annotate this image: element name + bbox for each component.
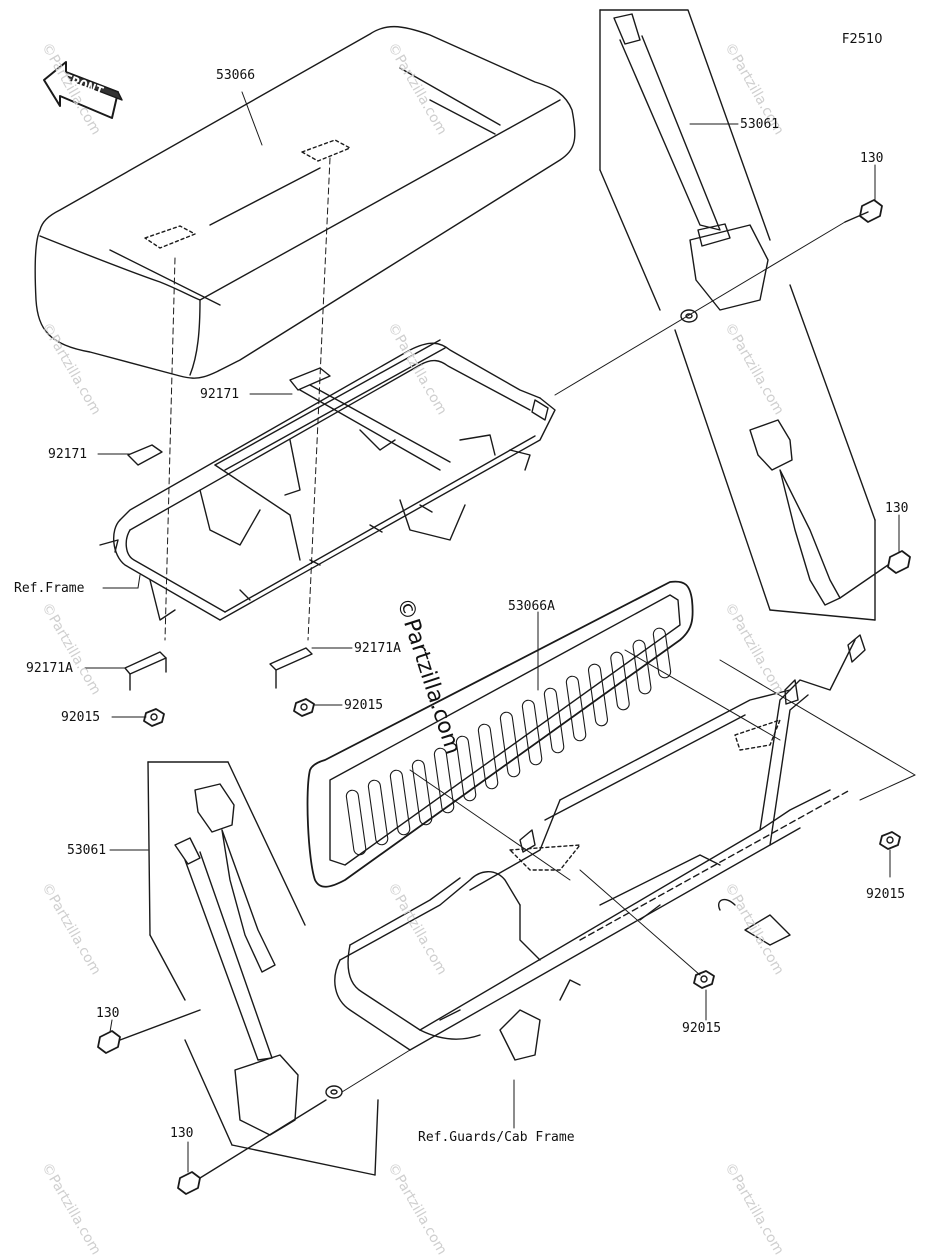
bolt-130-right	[839, 550, 911, 599]
figure-id: F2510	[842, 32, 883, 47]
callout-130-bottom-left: 130	[96, 1006, 120, 1021]
seat-belt-buckle-right	[674, 284, 876, 621]
nut-92015-left	[143, 708, 165, 727]
callout-53061-top: 53061	[740, 117, 780, 132]
callout-92171A-left: 92171A	[26, 661, 73, 676]
callout-ref-frame: Ref.Frame	[14, 581, 85, 596]
seat-belt-53061-bottom	[147, 761, 379, 1176]
callout-92171-b: 92171	[48, 447, 88, 462]
callout-53061-bottom: 53061	[67, 843, 107, 858]
callout-92015-bottom: 92015	[682, 1021, 722, 1036]
callout-130-top: 130	[860, 151, 884, 166]
nut-92015-right	[879, 831, 901, 850]
seat-cushion-53066	[34, 25, 576, 641]
callout-92171A-right: 92171A	[354, 641, 401, 656]
seat-belt-53061-top	[599, 9, 771, 311]
parts-diagram: FRONT	[34, 9, 916, 1195]
bracket-92171A-left	[124, 651, 167, 691]
seat-frame	[99, 339, 556, 621]
washer-top	[680, 309, 698, 323]
front-arrow-icon	[43, 61, 123, 119]
bolt-130-top	[844, 199, 883, 223]
callout-ref-guards: Ref.Guards/Cab Frame	[418, 1130, 575, 1145]
seat-back-53066A	[306, 580, 781, 888]
callout-92015-left: 92015	[61, 710, 101, 725]
leader-lines	[84, 91, 900, 1173]
bolt-130-bottom	[177, 1099, 327, 1195]
callout-92015-right: 92015	[866, 887, 906, 902]
callout-92171-a: 92171	[200, 387, 240, 402]
nut-92015-bottom	[693, 970, 715, 989]
callout-92015-mid: 92015	[344, 698, 384, 713]
callout-130-bottom: 130	[170, 1126, 194, 1141]
bolt-130-bottom-left	[97, 1009, 201, 1054]
bracket-92171A-right	[269, 647, 313, 689]
nut-92015-mid	[293, 698, 315, 717]
cab-frame-guards	[334, 634, 916, 1061]
washer-bottom	[325, 1085, 343, 1099]
callout-130-right: 130	[885, 501, 909, 516]
callout-53066A: 53066A	[508, 599, 555, 614]
callout-53066: 53066	[216, 68, 256, 83]
